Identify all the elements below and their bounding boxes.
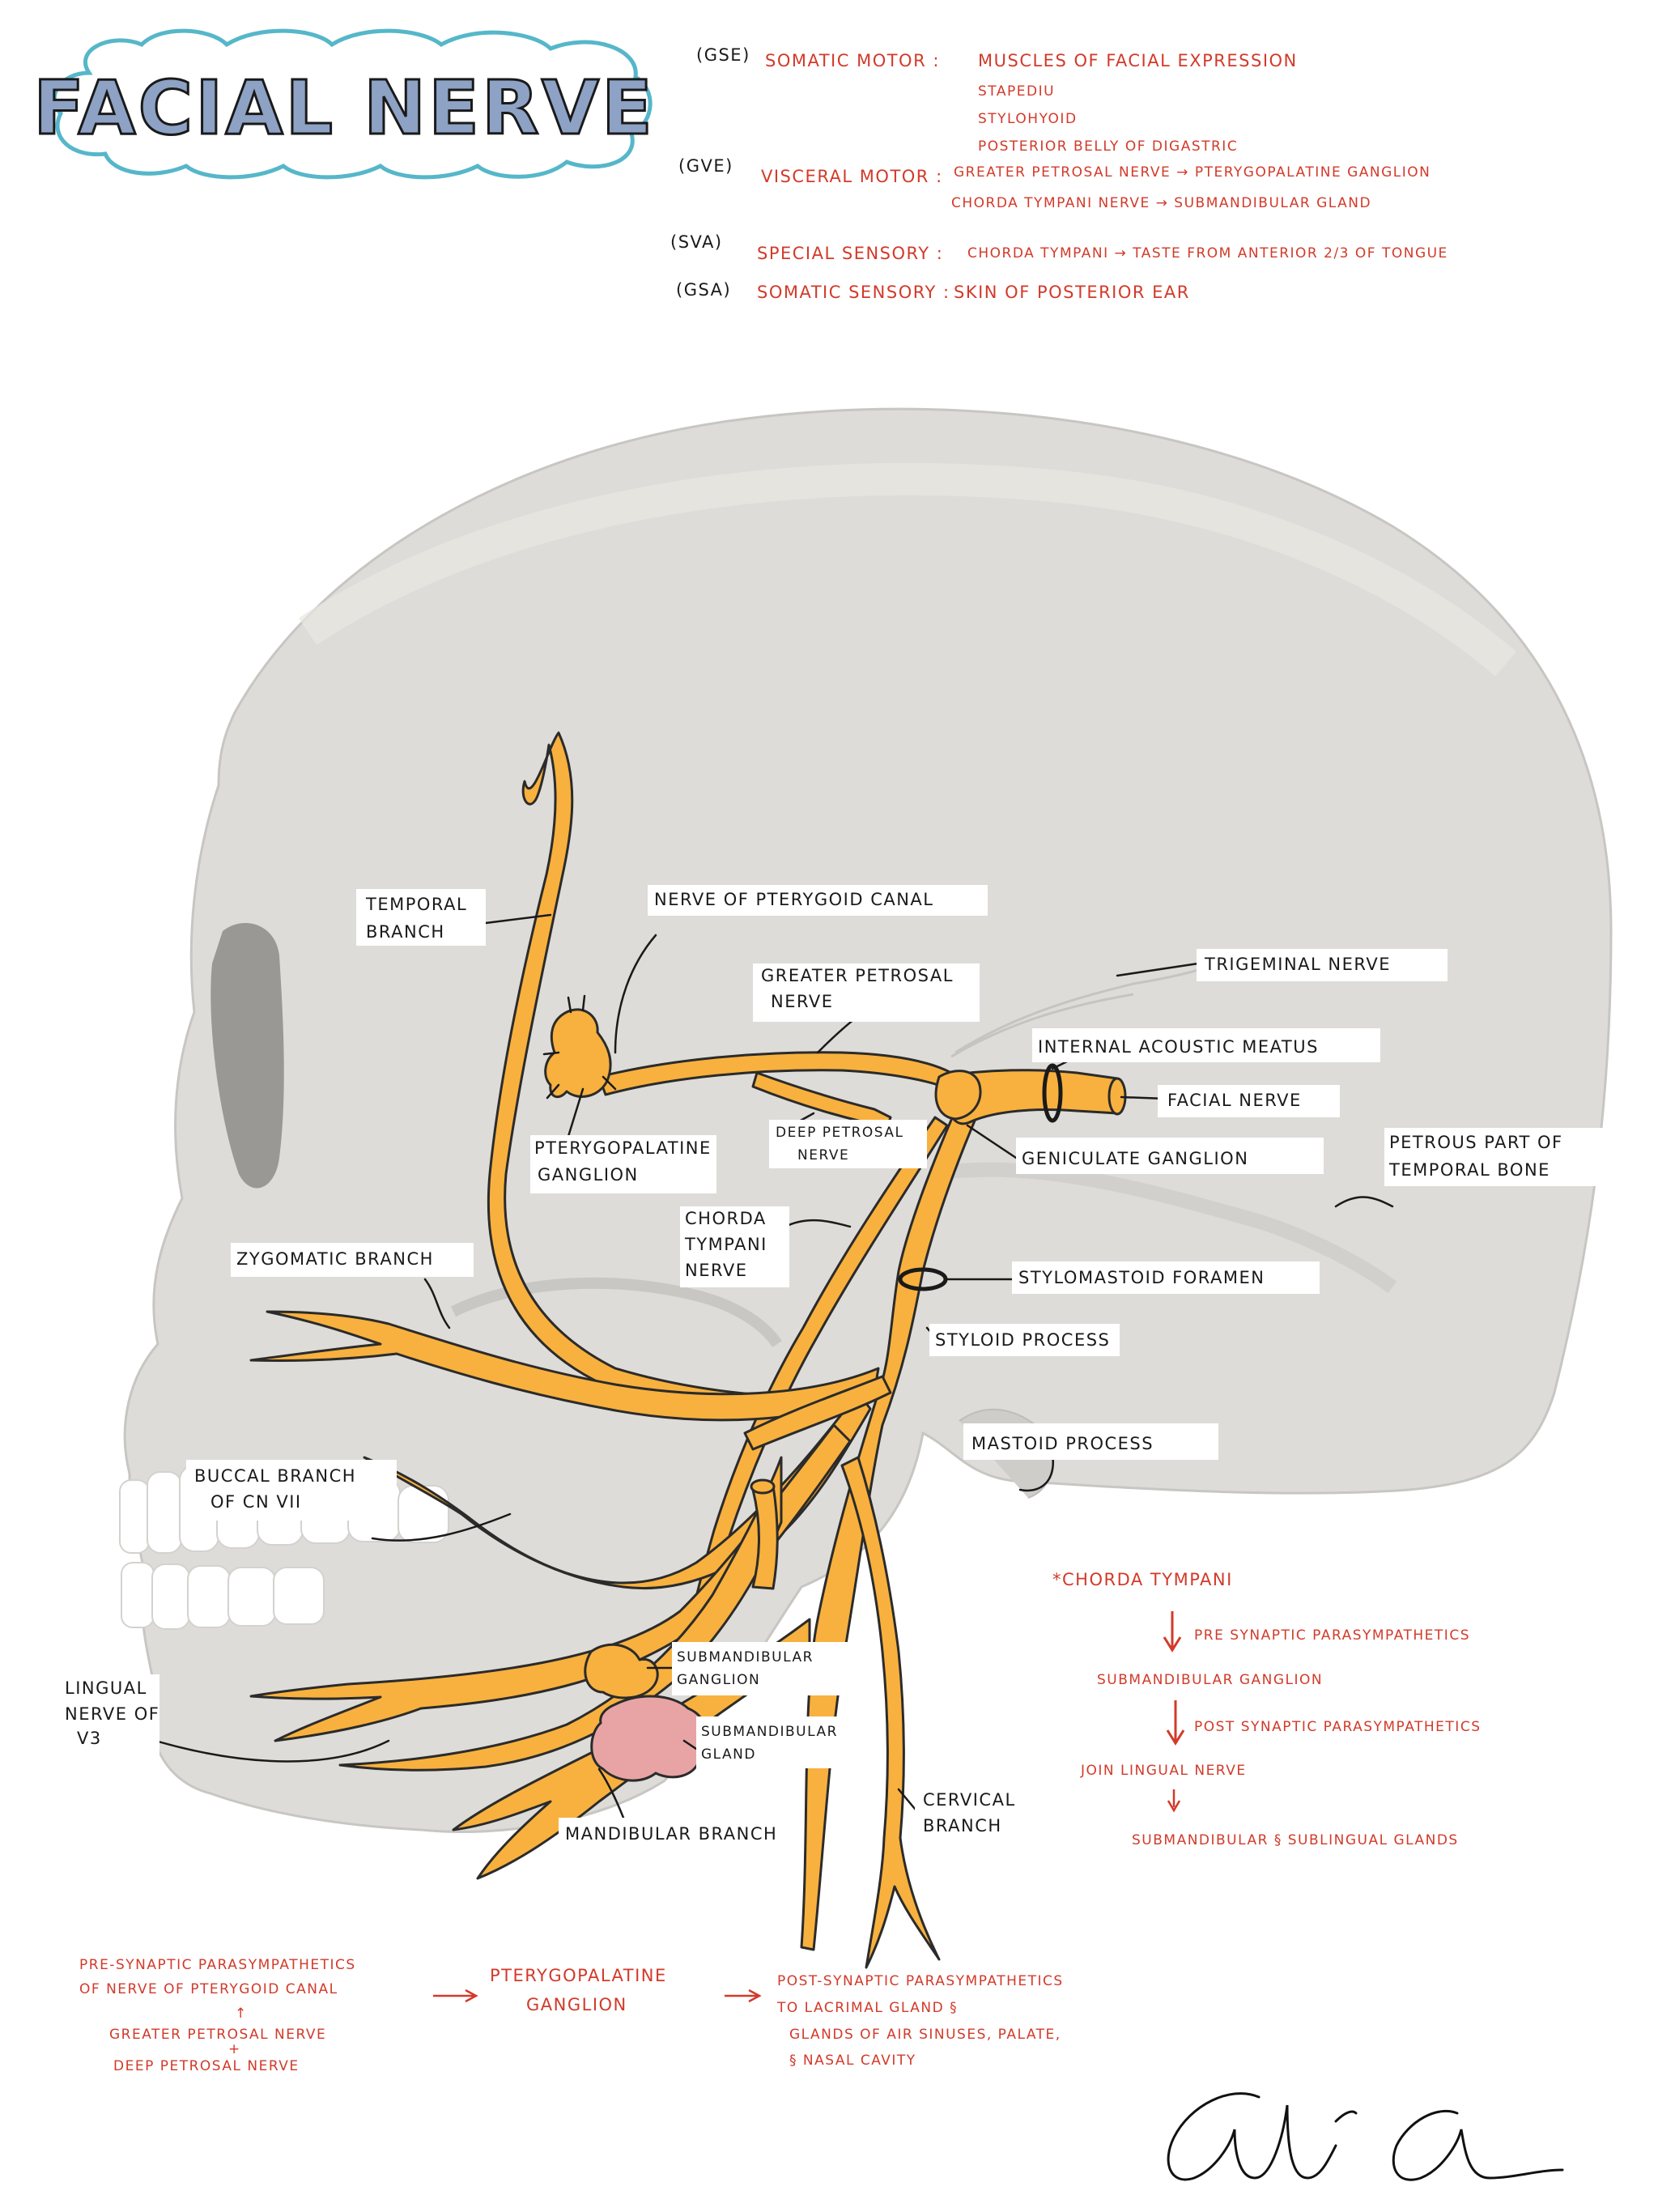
function-code-gve: (GVE)	[678, 156, 733, 176]
chorda-pathway: *CHORDA TYMPANI PRE SYNAPTIC PARASYMPATH…	[1052, 1570, 1482, 1848]
trigeminal-nerve	[950, 966, 1207, 1058]
label-submandibular-ganglion-1: SUBMANDIBULAR	[677, 1649, 814, 1665]
label-deep-petrosal-1: DEEP PETROSAL	[776, 1125, 904, 1141]
geniculate-ganglion	[934, 1070, 982, 1121]
label-submandibular-ganglion-2: GANGLION	[677, 1672, 760, 1688]
pterygoid-ganglion-2: GANGLION	[526, 1995, 627, 2014]
function-label-gse: SOMATIC MOTOR :	[765, 51, 940, 70]
label-cervical-2: BRANCH	[923, 1816, 1002, 1836]
pterygoid-post-1: POST-SYNAPTIC PARASYMPATHETICS	[777, 1973, 1064, 1989]
label-buccal-1: BUCCAL BRANCH	[194, 1466, 356, 1486]
label-temporal-branch-1: TEMPORAL	[365, 895, 467, 914]
label-trigeminal: TRIGEMINAL NERVE	[1204, 955, 1391, 974]
function-code-gsa: (GSA)	[676, 280, 731, 300]
cut-nerve-stub	[751, 1484, 779, 1590]
label-petrous-2: TEMPORAL BONE	[1388, 1160, 1550, 1180]
pterygoid-post-3: GLANDS OF AIR SINUSES, PALATE,	[789, 2027, 1061, 2043]
label-lingual-3: V3	[77, 1729, 102, 1748]
label-styloid: STYLOID PROCESS	[935, 1330, 1110, 1350]
function-item-gve-2: CHORDA TYMPANI NERVE → SUBMANDIBULAR GLA…	[951, 195, 1371, 211]
chorda-step1: PRE SYNAPTIC PARASYMPATHETICS	[1194, 1627, 1470, 1644]
label-greater-petrosal-2: NERVE	[771, 992, 834, 1011]
chorda-end: SUBMANDIBULAR § SUBLINGUAL GLANDS	[1132, 1832, 1459, 1848]
label-lingual-1: LINGUAL	[65, 1678, 147, 1698]
pterygoid-ganglion-1: PTERYGOPALATINE	[490, 1966, 667, 1985]
pterygoid-src-1: GREATER PETROSAL NERVE	[109, 2027, 326, 2043]
label-stylomastoid: STYLOMASTOID FORAMEN	[1018, 1268, 1265, 1287]
pterygoid-src-3: DEEP PETROSAL NERVE	[113, 2058, 300, 2074]
label-submandibular-gland-2: GLAND	[701, 1746, 756, 1763]
anatomy-labels: TEMPORAL BRANCH NERVE OF PTERYGOID CANAL…	[58, 885, 1603, 1850]
chorda-start: *CHORDA TYMPANI	[1052, 1570, 1233, 1589]
label-chorda-3: NERVE	[685, 1261, 748, 1280]
label-zygomatic: ZYGOMATIC BRANCH	[236, 1249, 434, 1269]
function-item-gse-2: STAPEDIU	[978, 83, 1055, 100]
pterygoid-src-2: +	[228, 2041, 241, 2057]
label-greater-petrosal-1: GREATER PETROSAL	[761, 966, 954, 985]
zygomatic-branch-nerve	[249, 1310, 880, 1422]
pterygoid-pathway: PRE-SYNAPTIC PARASYMPATHETICS OF NERVE O…	[79, 1957, 1064, 2074]
stylomastoid-foramen	[898, 1267, 948, 1291]
function-code-gse: (GSE)	[696, 45, 750, 65]
function-list: (GSE) SOMATIC MOTOR : MUSCLES OF FACIAL …	[670, 45, 1448, 302]
function-item-gve-1: GREATER PETROSAL NERVE → PTERYGOPALATINE…	[954, 164, 1431, 181]
orbit	[210, 923, 284, 1189]
label-pterygopalatine-1: PTERYGOPALATINE	[534, 1138, 712, 1158]
function-label-gsa: SOMATIC SENSORY :	[757, 283, 950, 302]
label-lingual-2: NERVE OF	[65, 1704, 159, 1724]
label-temporal-branch-2: BRANCH	[366, 922, 445, 942]
title-cloud: FACIAL NERVE	[32, 28, 655, 180]
function-item-gse-1: MUSCLES OF FACIAL EXPRESSION	[978, 51, 1298, 70]
facial-nerve-petrous	[937, 1069, 1119, 1125]
cervical-branch-nerve	[840, 1456, 941, 1969]
pterygoid-post-4: § NASAL CAVITY	[789, 2052, 916, 2069]
label-chorda-2: TYMPANI	[684, 1235, 767, 1254]
label-facial-nerve: FACIAL NERVE	[1167, 1091, 1302, 1110]
function-item-gse-3: STYLOHYOID	[978, 111, 1078, 127]
label-cervical-1: CERVICAL	[923, 1790, 1016, 1810]
chorda-node2: JOIN LINGUAL NERVE	[1080, 1763, 1247, 1779]
label-geniculate: GENICULATE GANGLION	[1022, 1149, 1248, 1168]
pterygoid-src-arrow: ↑	[235, 2006, 248, 2022]
label-petrous-1: PETROUS PART OF	[1389, 1133, 1563, 1152]
leader-lines	[128, 913, 1394, 1819]
facial-nerve-trunk	[800, 1100, 981, 1951]
function-label-gve: VISCERAL MOTOR :	[761, 167, 943, 186]
page-title: FACIAL NERVE	[33, 65, 655, 151]
label-chorda-1: CHORDA	[685, 1209, 767, 1228]
chorda-step2: POST SYNAPTIC PARASYMPATHETICS	[1194, 1719, 1482, 1735]
pterygoid-post-2: TO LACRIMAL GLAND §	[776, 2000, 958, 2016]
function-code-sva: (SVA)	[670, 232, 723, 252]
label-mandibular: MANDIBULAR BRANCH	[565, 1824, 777, 1844]
label-mastoid: MASTOID PROCESS	[971, 1434, 1154, 1453]
internal-acoustic-meatus	[1042, 1063, 1063, 1123]
label-buccal-2: OF CN VII	[210, 1492, 302, 1512]
label-internal-acoustic-meatus: INTERNAL ACOUSTIC MEATUS	[1038, 1037, 1319, 1057]
label-nerve-pterygoid-canal: NERVE OF PTERYGOID CANAL	[654, 890, 934, 909]
posterior-branch-nerve	[743, 1375, 892, 1451]
submandibular-ganglion	[584, 1643, 659, 1699]
submandibular-gland	[590, 1695, 708, 1782]
chorda-node1: SUBMANDIBULAR GANGLION	[1097, 1672, 1323, 1688]
label-submandibular-gland-1: SUBMANDIBULAR	[701, 1724, 838, 1740]
label-pterygopalatine-2: GANGLION	[538, 1165, 639, 1185]
signature	[1167, 2092, 1564, 2181]
function-item-gsa-1: SKIN OF POSTERIOR EAR	[954, 283, 1190, 302]
pterygoid-pre-2: OF NERVE OF PTERYGOID CANAL	[79, 1981, 338, 1997]
function-item-gse-4: POSTERIOR BELLY OF DIGASTRIC	[978, 138, 1238, 155]
label-deep-petrosal-2: NERVE	[797, 1147, 849, 1163]
pterygoid-pre-1: PRE-SYNAPTIC PARASYMPATHETICS	[79, 1957, 356, 1973]
function-label-sva: SPECIAL SENSORY :	[757, 244, 943, 263]
function-item-sva-1: CHORDA TYMPANI → TASTE FROM ANTERIOR 2/3…	[967, 245, 1448, 262]
